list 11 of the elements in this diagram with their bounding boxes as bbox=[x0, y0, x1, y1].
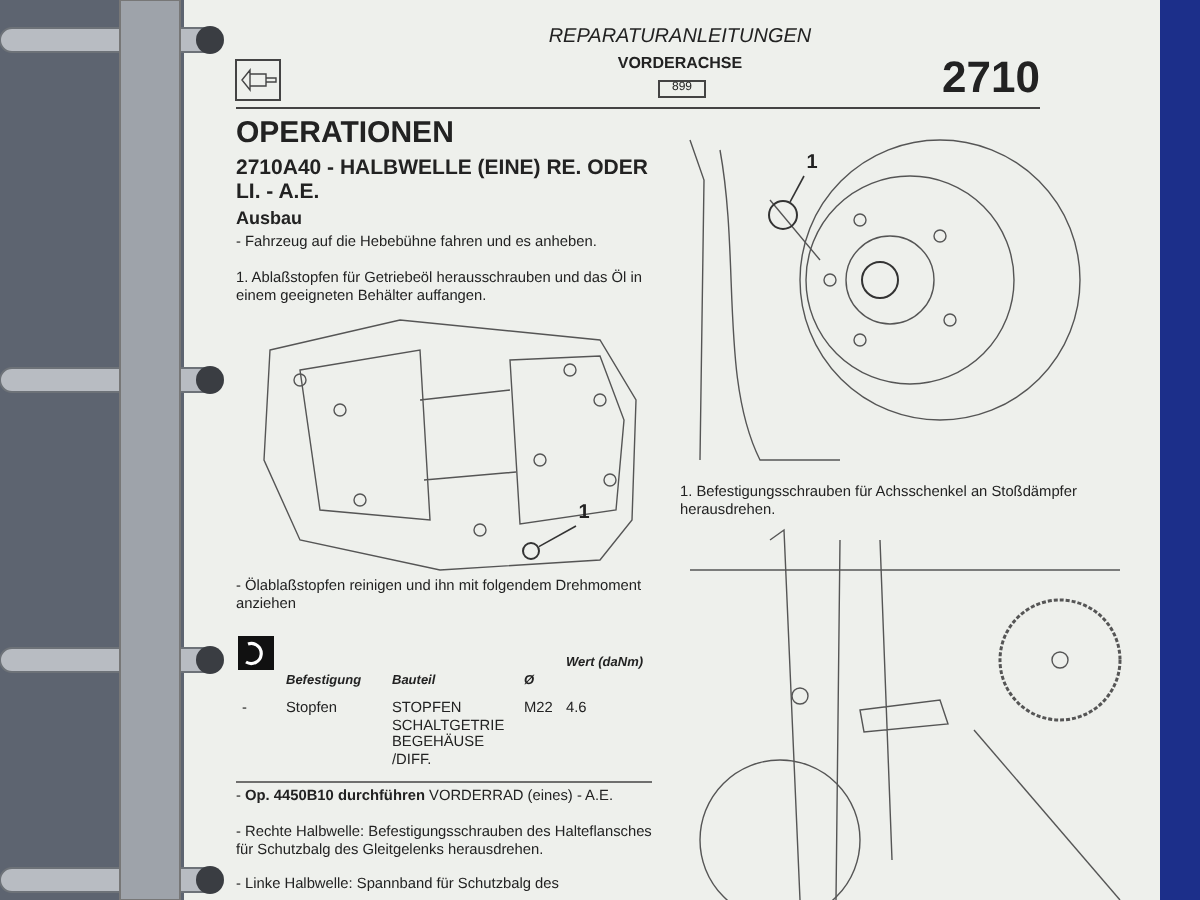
heading: OPERATIONEN bbox=[236, 116, 456, 150]
callout-number: 1 bbox=[804, 152, 820, 174]
chapter-number: 2710 bbox=[940, 54, 1040, 102]
nut-part bbox=[768, 200, 798, 230]
subheading: Ausbau bbox=[236, 208, 305, 228]
section-title: VORDERACHSE bbox=[615, 56, 745, 74]
leader-line bbox=[789, 175, 805, 203]
nut-part bbox=[522, 542, 540, 560]
leader-line bbox=[538, 525, 577, 548]
header-title: REPARATURANLEITUNGEN bbox=[546, 30, 814, 48]
operation-title: 2710A40 - HALBWELLE (EINE) RE. ODER LI. - A.E. bbox=[236, 156, 650, 204]
